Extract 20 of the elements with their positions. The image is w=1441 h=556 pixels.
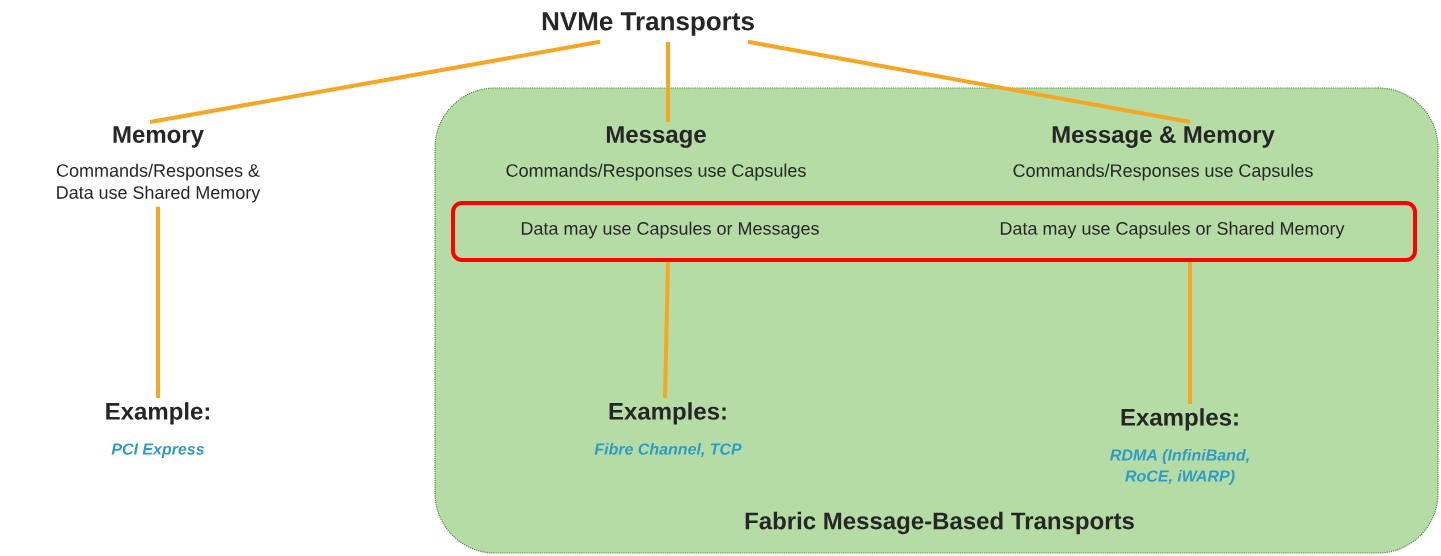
category-heading: Message & Memory — [1052, 126, 1275, 148]
connector-line — [663, 261, 670, 399]
connector-line — [666, 41, 670, 122]
category-description: Commands/Responses & Data use Shared Memory — [56, 163, 261, 203]
diagram-title: NVMe Transports — [542, 12, 754, 36]
examples-heading: Examples: — [1121, 408, 1238, 431]
connector-line — [747, 39, 1191, 124]
examples-list: Fibre Channel, TCP — [594, 443, 742, 458]
examples-heading: Examples: — [609, 402, 726, 425]
connector-line — [156, 206, 160, 398]
connector-line — [149, 39, 601, 124]
highlight-box: Data may use Capsules or Messages Data may use Capsules or Shared Memory — [451, 201, 1417, 262]
category-description: Commands/Responses use Capsules — [1013, 163, 1313, 181]
connector-line — [1188, 262, 1192, 404]
category-description: Commands/Responses use Capsules — [506, 163, 806, 181]
category-heading: Message — [606, 126, 706, 148]
examples-heading: Example: — [106, 402, 210, 425]
examples-list: RDMA (InfiniBand, RoCE, iWARP) — [1110, 449, 1249, 485]
examples-list: PCI Express — [111, 443, 205, 458]
category-heading: Memory — [113, 126, 204, 148]
